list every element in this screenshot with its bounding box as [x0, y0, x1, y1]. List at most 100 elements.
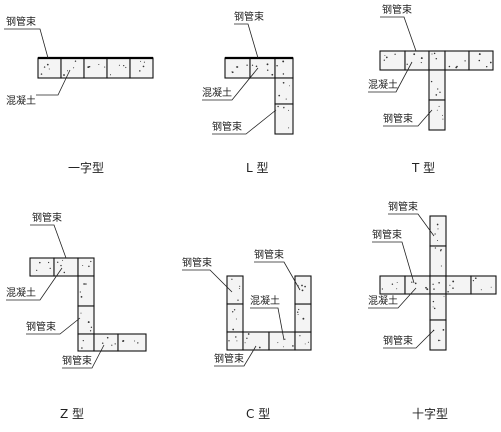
concrete-speckle [437, 240, 438, 241]
cross-caption: 十字型 [412, 406, 448, 421]
concrete-speckle [282, 73, 285, 75]
panel-straight: 钢管束 混凝土 一字型 [4, 15, 154, 175]
cross-tube-mid-label: 钢管束 [372, 228, 402, 241]
z-caption: Z 型 [60, 407, 84, 421]
concrete-speckle [231, 311, 234, 313]
concrete-speckle [79, 291, 81, 293]
z-tube-bottom-label: 钢管束 [62, 354, 92, 367]
straight-cell [129, 57, 154, 79]
concrete-speckle [480, 289, 482, 291]
concrete-speckle [233, 309, 236, 311]
concrete-speckle [60, 264, 62, 267]
concrete-speckle [104, 66, 106, 68]
concrete-speckle [101, 342, 104, 344]
concrete-speckle [80, 312, 82, 314]
concrete-speckle [414, 282, 417, 285]
concrete-speckle [277, 105, 279, 108]
concrete-speckle [87, 321, 90, 324]
concrete-speckle [255, 65, 258, 68]
c-tube-bottom-label: 钢管束 [214, 352, 244, 365]
c-cell [226, 303, 244, 333]
cross-cell [429, 245, 447, 277]
concrete-speckle [426, 288, 429, 291]
straight-concrete-label: 混凝土 [6, 94, 36, 107]
concrete-speckle [114, 343, 116, 345]
concrete-speckle [282, 60, 285, 63]
concrete-speckle [46, 63, 49, 66]
concrete-speckle [448, 65, 451, 68]
concrete-speckle [432, 306, 434, 308]
concrete-speckle [438, 339, 440, 342]
concrete-speckle [236, 66, 239, 68]
concrete-speckle [244, 342, 246, 344]
panel-cross: 钢管束 钢管束 混凝土 钢管束 十字型 [368, 200, 497, 421]
concrete-speckle [304, 285, 306, 288]
concrete-speckle [406, 63, 408, 65]
concrete-speckle [437, 88, 439, 90]
cross-tube-top-label: 钢管束 [388, 200, 418, 213]
concrete-speckle [39, 261, 41, 264]
concrete-speckle [436, 223, 439, 226]
concrete-speckle [304, 343, 306, 345]
t-cell [428, 50, 446, 71]
concrete-speckle [235, 336, 237, 338]
concrete-speckle [438, 105, 440, 107]
concrete-speckle [109, 74, 112, 76]
l-cell [249, 57, 276, 79]
cross-concrete-leader [368, 287, 417, 309]
l-cell [274, 103, 294, 135]
concrete-speckle [420, 62, 422, 64]
concrete-speckle [57, 261, 59, 263]
concrete-speckle [40, 73, 43, 75]
l-tube-top-leader [234, 23, 259, 59]
l-cell [274, 77, 294, 105]
z-cell [77, 305, 95, 335]
concrete-speckle [432, 283, 434, 285]
c-caption: C 型 [246, 407, 270, 421]
concrete-speckle [236, 340, 238, 342]
concrete-speckle [235, 318, 237, 320]
c-cell [242, 331, 270, 351]
concrete-speckle [82, 265, 84, 266]
z-cell [77, 257, 95, 277]
concrete-speckle [413, 53, 416, 56]
concrete-speckle [384, 55, 386, 56]
cross-cell [404, 275, 431, 295]
l-tube-group [224, 56, 294, 135]
z-tube-group [29, 257, 147, 352]
concrete-speckle [246, 64, 248, 66]
concrete-speckle [442, 329, 445, 331]
z-tube-mid-leader [26, 317, 81, 335]
concrete-speckle [271, 73, 274, 76]
concrete-speckle [288, 127, 290, 129]
c-tube-right-label: 钢管束 [254, 248, 284, 261]
concrete-speckle [455, 66, 458, 69]
concrete-speckle [88, 65, 91, 68]
concrete-speckle [478, 59, 481, 62]
concrete-speckle [266, 69, 269, 71]
cross-cell [470, 275, 497, 295]
concrete-speckle [232, 328, 235, 331]
cross-tube-top-leader [388, 213, 435, 237]
concrete-speckle [90, 326, 93, 328]
concrete-speckle [434, 247, 437, 249]
z-concrete-label: 混凝土 [6, 286, 36, 299]
concrete-speckle [140, 60, 142, 62]
concrete-speckle [88, 265, 90, 268]
concrete-speckle [485, 65, 488, 68]
concrete-speckle [125, 66, 127, 69]
concrete-speckle [431, 53, 433, 55]
concrete-speckle [258, 346, 261, 349]
concrete-speckle [247, 333, 250, 335]
cross-cell [429, 293, 447, 321]
t-cell [404, 50, 430, 71]
concrete-speckle [301, 289, 304, 292]
concrete-speckle [425, 286, 427, 289]
l-concrete-label: 混凝土 [202, 86, 232, 99]
concrete-speckle [63, 74, 65, 76]
concrete-speckle [472, 280, 474, 282]
concrete-speckle [433, 52, 436, 55]
concrete-speckle [48, 68, 50, 70]
concrete-speckle [440, 250, 442, 252]
z-cell [117, 333, 147, 352]
